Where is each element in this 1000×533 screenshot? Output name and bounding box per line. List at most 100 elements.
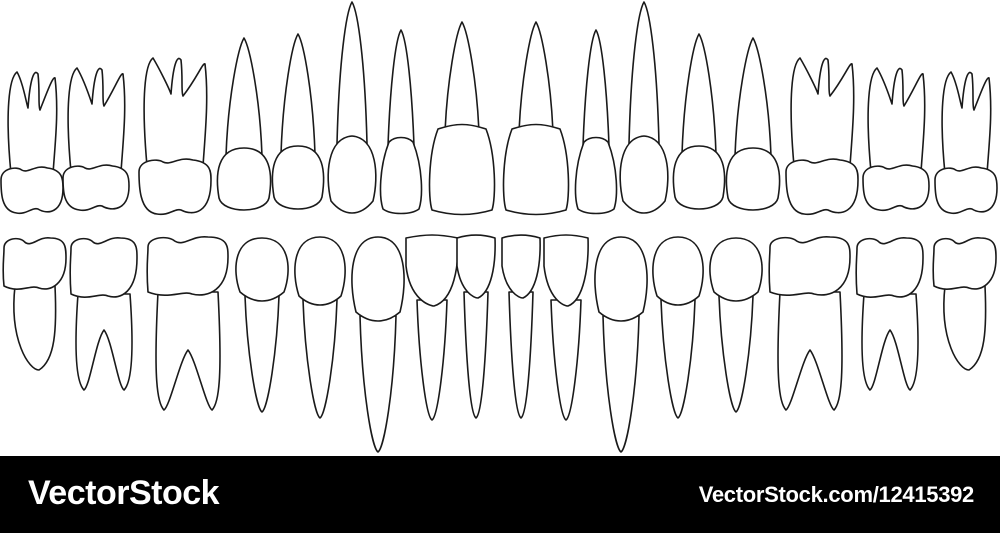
lower-tooth-root <box>602 315 640 453</box>
upper-tooth-root <box>336 1 368 145</box>
lower-tooth-crown <box>652 236 704 306</box>
lower-tooth-11 <box>594 236 648 453</box>
lower-tooth-3 <box>146 236 229 411</box>
upper-tooth-root <box>681 33 717 155</box>
lower-tooth-root <box>359 315 397 453</box>
upper-tooth-crown <box>725 147 781 211</box>
lower-tooth-7 <box>405 234 459 421</box>
lower-tooth-root <box>155 291 221 411</box>
upper-tooth-root <box>67 67 126 173</box>
upper-tooth-1 <box>0 71 64 215</box>
lower-tooth-crown <box>69 237 138 298</box>
upper-tooth-16 <box>934 71 998 215</box>
upper-tooth-root <box>790 57 855 167</box>
lower-tooth-root <box>943 285 987 371</box>
upper-tooth-crown <box>502 123 570 216</box>
lower-tooth-root <box>463 291 489 419</box>
lower-tooth-1 <box>2 237 67 371</box>
upper-tooth-crown <box>379 136 423 215</box>
lower-tooth-root <box>302 299 338 419</box>
upper-tooth-root <box>582 29 610 147</box>
upper-tooth-crown <box>216 147 272 211</box>
upper-tooth-crown <box>574 136 618 215</box>
upper-tooth-13 <box>725 37 781 211</box>
lower-tooth-crown <box>146 236 229 296</box>
upper-tooth-crown <box>672 145 726 210</box>
upper-tooth-14 <box>785 57 859 216</box>
lower-tooth-root <box>777 291 843 411</box>
upper-tooth-12 <box>672 33 726 210</box>
lower-tooth-crown <box>855 237 924 298</box>
lower-tooth-root <box>718 295 754 413</box>
lower-tooth-crown <box>768 236 851 296</box>
lower-tooth-root <box>660 299 696 419</box>
upper-tooth-crown <box>428 123 496 216</box>
lower-tooth-root <box>416 299 448 421</box>
upper-tooth-root <box>941 71 992 175</box>
watermark-brand: VectorStock <box>28 474 220 512</box>
upper-tooth-10 <box>574 29 618 215</box>
upper-tooth-crown <box>0 166 64 215</box>
watermark-banner: VectorStock VectorStock.com/12415392 <box>0 456 1000 533</box>
upper-tooth-crown <box>619 135 669 214</box>
upper-tooth-root <box>734 37 772 157</box>
lower-tooth-crown <box>543 234 589 307</box>
upper-tooth-root <box>628 1 660 145</box>
upper-tooth-4 <box>216 37 272 211</box>
lower-tooth-2 <box>69 237 138 391</box>
lower-tooth-16 <box>932 237 997 371</box>
lower-tooth-14 <box>768 236 851 411</box>
watermark-image-id: VectorStock.com/12415392 <box>698 482 975 507</box>
dental-chart <box>0 1 998 453</box>
upper-tooth-7 <box>379 29 423 215</box>
lower-tooth-5 <box>294 236 346 419</box>
upper-tooth-8 <box>428 21 496 216</box>
lower-tooth-root <box>244 295 280 413</box>
lower-tooth-crown <box>351 236 405 322</box>
upper-tooth-3 <box>138 57 212 216</box>
lower-tooth-9 <box>501 234 541 419</box>
lower-tooth-root <box>75 293 133 391</box>
lower-tooth-root <box>13 285 57 371</box>
upper-tooth-5 <box>271 33 325 210</box>
lower-tooth-13 <box>709 237 763 413</box>
upper-tooth-9 <box>502 21 570 216</box>
upper-tooth-15 <box>862 67 930 212</box>
upper-tooth-11 <box>619 1 669 214</box>
lower-tooth-crown <box>501 234 541 299</box>
lower-tooth-crown <box>932 237 997 290</box>
lower-tooth-crown <box>2 237 67 290</box>
upper-tooth-2 <box>62 67 130 212</box>
lower-tooth-6 <box>351 236 405 453</box>
lower-tooth-10 <box>543 234 589 421</box>
upper-tooth-crown <box>271 145 325 210</box>
lower-tooth-8 <box>456 234 496 419</box>
upper-tooth-root <box>7 71 58 175</box>
upper-tooth-root <box>225 37 263 157</box>
lower-tooth-crown <box>594 236 648 322</box>
upper-tooth-crown <box>138 158 212 216</box>
upper-tooth-crown <box>327 135 377 214</box>
lower-tooth-root <box>861 293 919 391</box>
lower-tooth-12 <box>652 236 704 419</box>
upper-tooth-root <box>518 21 554 134</box>
upper-tooth-root <box>387 29 415 147</box>
upper-tooth-root <box>143 57 208 167</box>
lower-tooth-crown <box>709 237 763 302</box>
upper-tooth-crown <box>934 166 998 215</box>
lower-tooth-crown <box>405 234 459 307</box>
lower-tooth-root <box>550 299 582 421</box>
upper-tooth-root <box>280 33 316 155</box>
lower-tooth-crown <box>294 236 346 306</box>
upper-tooth-root <box>444 21 480 134</box>
lower-tooth-crown <box>235 237 289 302</box>
upper-tooth-crown <box>862 164 930 212</box>
lower-tooth-4 <box>235 237 289 413</box>
upper-tooth-6 <box>327 1 377 214</box>
upper-tooth-crown <box>62 164 130 212</box>
lower-tooth-crown <box>456 234 496 299</box>
lower-tooth-15 <box>855 237 924 391</box>
upper-tooth-crown <box>785 158 859 216</box>
lower-tooth-root <box>508 291 534 419</box>
upper-tooth-root <box>867 67 926 173</box>
